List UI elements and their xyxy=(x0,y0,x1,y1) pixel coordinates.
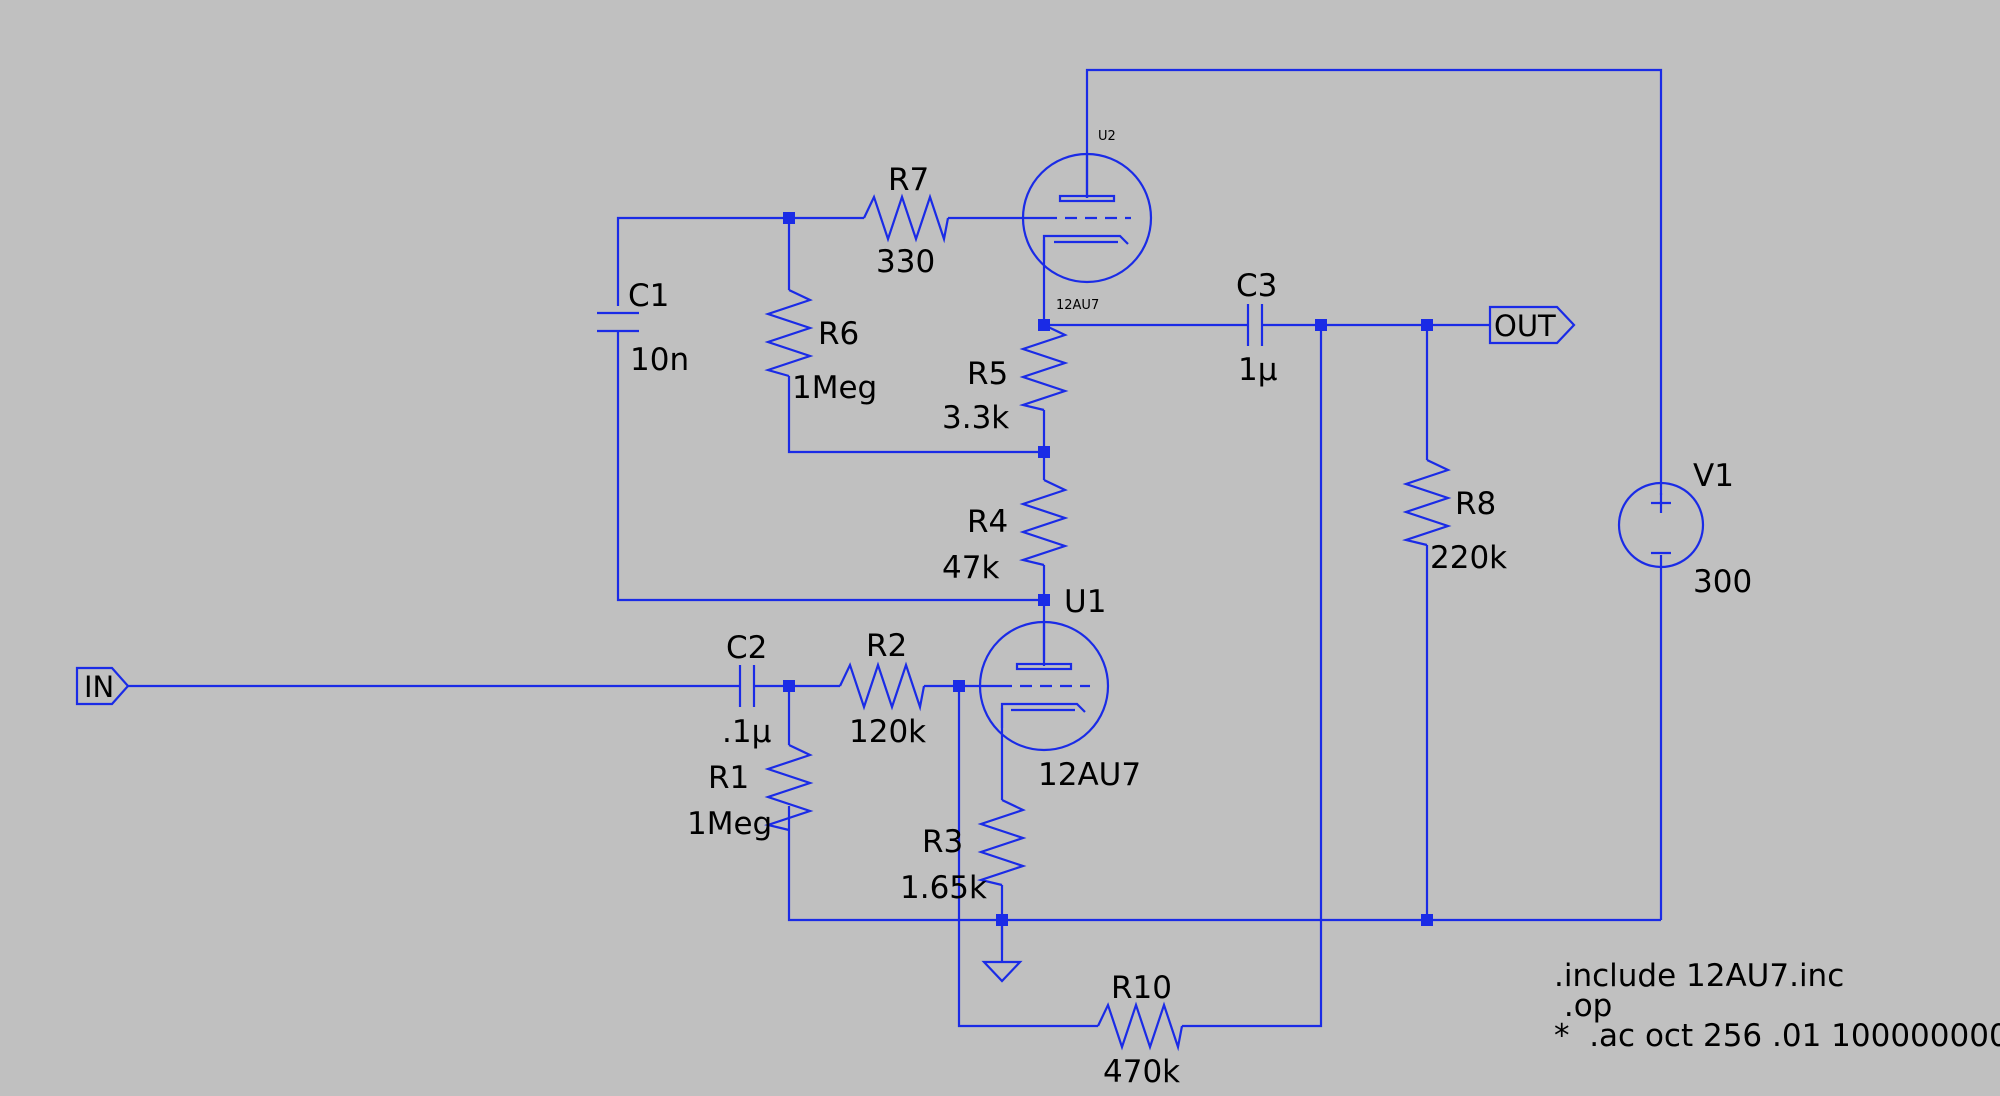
r1-name: R1 xyxy=(708,760,749,796)
r8-value: 220k xyxy=(1430,540,1507,576)
resistor-r6[interactable] xyxy=(764,289,814,378)
resistor-r7[interactable] xyxy=(863,193,950,244)
wire-r6-bottom xyxy=(787,376,1044,454)
capacitor-c1[interactable] xyxy=(597,311,639,333)
c3-value: 1µ xyxy=(1238,352,1277,388)
spice-directives[interactable]: .include 12AU7.inc .op * .ac oct 256 .01… xyxy=(1554,958,2000,1054)
r7-value: 330 xyxy=(876,244,935,280)
r3-name: R3 xyxy=(922,824,963,860)
r4-name: R4 xyxy=(967,504,1008,540)
capacitors xyxy=(597,304,1264,707)
capacitor-c2[interactable] xyxy=(738,665,756,707)
c3-name: C3 xyxy=(1236,268,1277,304)
wire-ground-rail xyxy=(787,806,1661,922)
r10-value: 470k xyxy=(1103,1054,1180,1090)
directive-op: .op xyxy=(1554,988,1612,1024)
u1-value: 12AU7 xyxy=(1038,757,1141,793)
r2-value: 120k xyxy=(849,714,926,750)
c1-name: C1 xyxy=(628,278,669,314)
r1-value: 1Meg xyxy=(687,806,772,842)
resistor-r1[interactable] xyxy=(763,744,814,832)
u1-name: U1 xyxy=(1064,584,1106,620)
u2-name: U2 xyxy=(1098,129,1116,144)
r4-value: 47k xyxy=(942,550,999,586)
resistor-r4[interactable] xyxy=(1018,479,1069,567)
resistors xyxy=(763,193,1452,1052)
r5-value: 3.3k xyxy=(942,400,1009,436)
directive-include: .include 12AU7.inc xyxy=(1554,958,1844,994)
c1-value: 10n xyxy=(630,342,689,378)
r3-value: 1.65k xyxy=(900,870,987,906)
r6-name: R6 xyxy=(818,316,859,352)
r8-name: R8 xyxy=(1455,486,1496,522)
resistor-r2[interactable] xyxy=(839,661,926,712)
directive-ac: * .ac oct 256 .01 100000000 xyxy=(1554,1018,2000,1054)
tube-u1[interactable] xyxy=(978,620,1110,752)
voltage-source-v1[interactable] xyxy=(1617,481,1705,569)
wire-r10-right xyxy=(1182,325,1323,1028)
v1-name: V1 xyxy=(1693,458,1734,494)
ground-icon xyxy=(981,920,1023,983)
junctions xyxy=(783,212,1433,926)
u2-value: 12AU7 xyxy=(1056,298,1099,313)
wire-r10-left xyxy=(957,686,1098,1028)
r7-name: R7 xyxy=(888,162,929,198)
c2-name: C2 xyxy=(726,630,767,666)
resistor-r10[interactable] xyxy=(1097,1001,1184,1052)
wire-c1-bottom xyxy=(616,332,1044,602)
resistor-r8[interactable] xyxy=(1401,459,1452,547)
r6-value: 1Meg xyxy=(792,370,877,406)
resistor-r3[interactable] xyxy=(976,799,1027,887)
r2-name: R2 xyxy=(866,628,907,664)
resistor-r5[interactable] xyxy=(1018,324,1069,412)
v1-value: 300 xyxy=(1693,564,1752,600)
c2-value: .1µ xyxy=(722,714,771,750)
port-in[interactable]: IN xyxy=(75,666,130,706)
r5-name: R5 xyxy=(967,356,1008,392)
port-out[interactable]: OUT xyxy=(1488,305,1576,345)
component-labels: R7 330 R6 1Meg R5 3.3k R4 47k R2 120k R1… xyxy=(628,129,1752,1090)
port-in-label: IN xyxy=(84,670,114,704)
capacitor-c3[interactable] xyxy=(1246,304,1264,346)
wire-supply-top xyxy=(1085,68,1663,495)
port-out-label: OUT xyxy=(1494,309,1556,343)
wire-c1-top xyxy=(616,216,864,306)
r10-name: R10 xyxy=(1111,970,1172,1006)
tube-u2[interactable] xyxy=(1021,152,1153,284)
